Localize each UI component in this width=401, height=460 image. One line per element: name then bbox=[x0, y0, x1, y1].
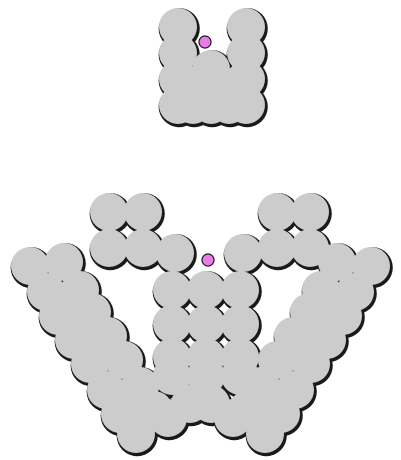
center-block-disc-3 bbox=[221, 271, 259, 309]
left-top-block-disc-4 bbox=[124, 229, 162, 267]
center-block-disc-2 bbox=[187, 271, 225, 309]
right-top-block-disc-2 bbox=[291, 193, 329, 231]
right-top-block-disc-1 bbox=[258, 193, 296, 231]
left-top-block-disc-3 bbox=[90, 229, 128, 267]
center-block-disc-1 bbox=[153, 271, 191, 309]
center-block-disc-5 bbox=[187, 305, 225, 343]
right-foot-disc-2 bbox=[192, 385, 230, 423]
center-block-disc-6 bbox=[221, 305, 259, 343]
left-top-block-disc-1 bbox=[90, 193, 128, 231]
top-right-column-disc-4 bbox=[227, 86, 265, 124]
bottom-marker-dot bbox=[202, 254, 214, 266]
top-bottom-block-disc-5 bbox=[174, 86, 212, 124]
right-top-block-disc-5 bbox=[224, 234, 262, 272]
left-top-block-disc-2 bbox=[124, 193, 162, 231]
left-top-block-disc-5 bbox=[156, 234, 194, 272]
right-top-block-disc-3 bbox=[258, 229, 296, 267]
top-marker-dot bbox=[199, 36, 211, 48]
center-block-disc-4 bbox=[153, 305, 191, 343]
